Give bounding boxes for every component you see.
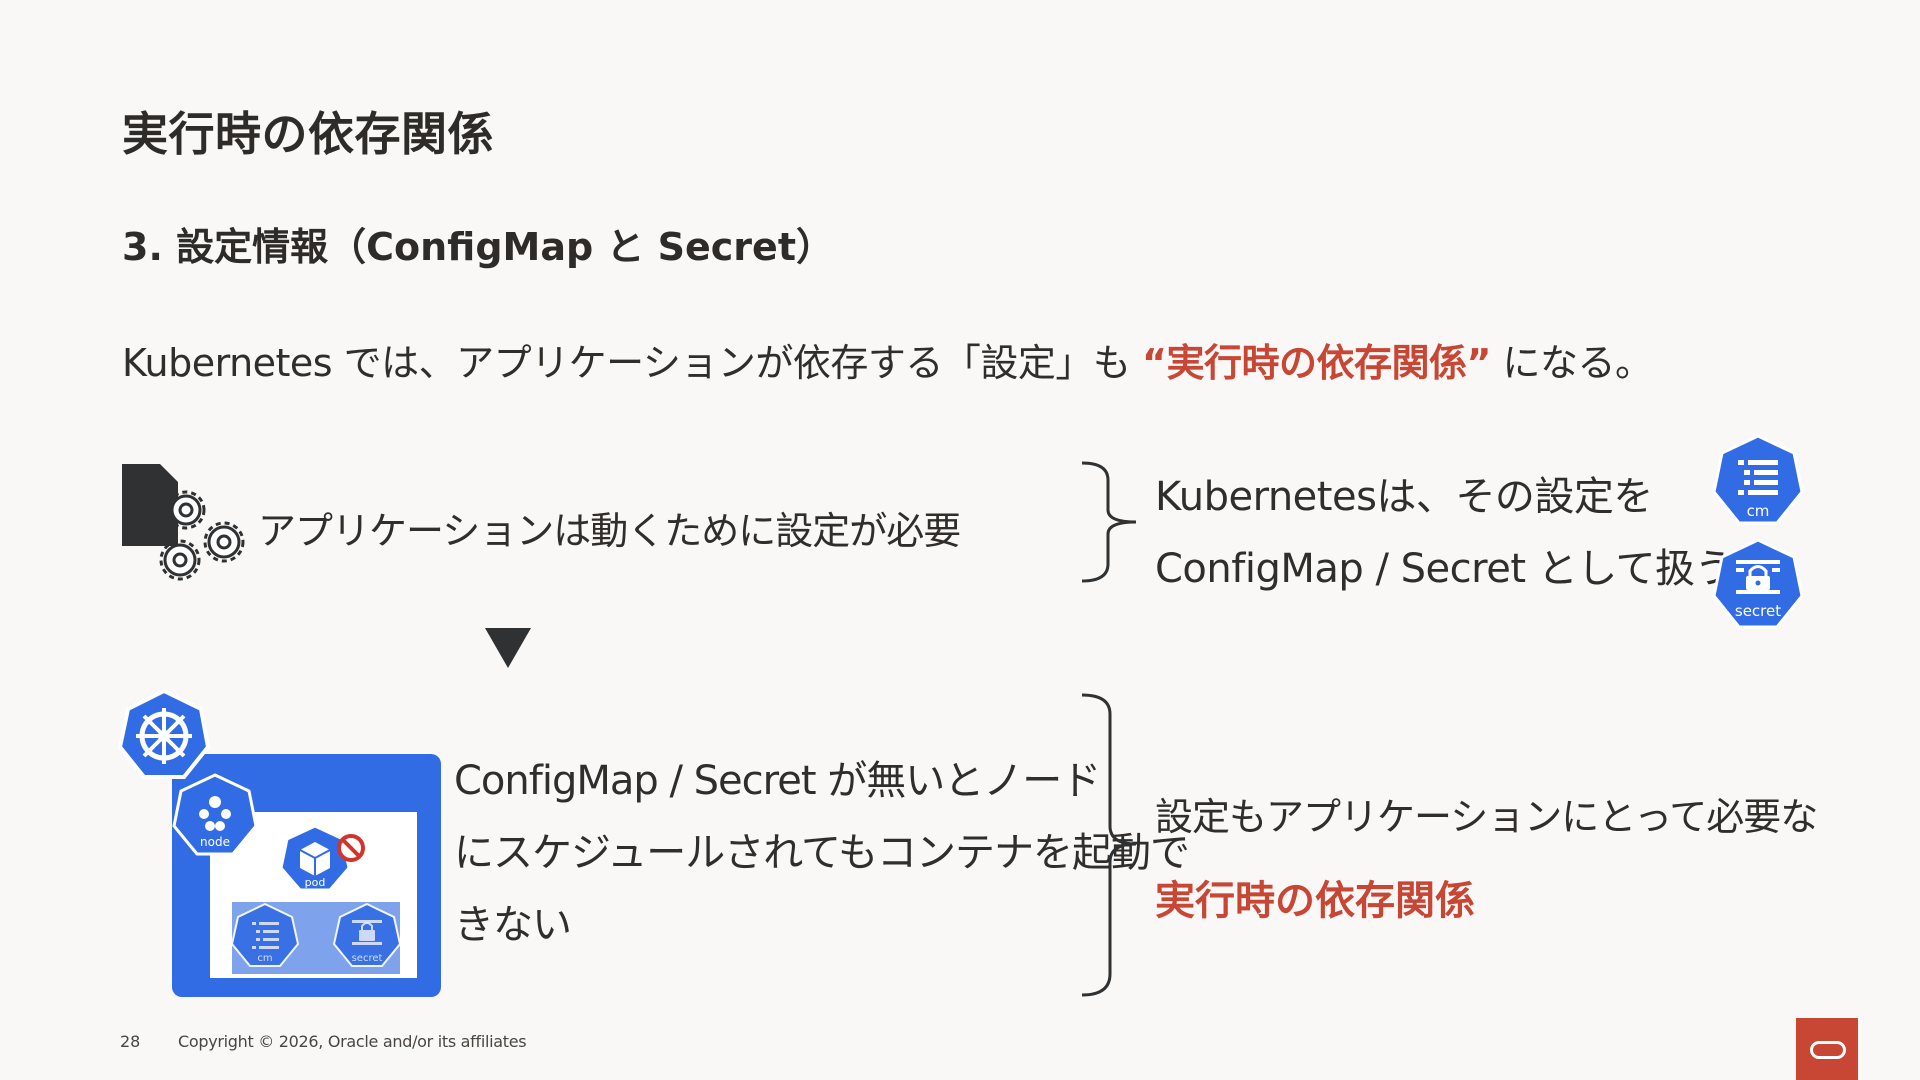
pod-icon-label: pod	[305, 876, 326, 889]
secret-small-icon: secret	[332, 902, 402, 967]
kubernetes-helm-icon	[117, 688, 211, 779]
secret-small-label: secret	[352, 953, 383, 964]
document-gears-icon	[122, 464, 245, 581]
no-config-line3: きない	[454, 902, 572, 948]
intro-emphasis: “実行時の依存関係”	[1142, 341, 1491, 385]
brace-icon-large	[1081, 693, 1137, 997]
k8s-handles-line1: Kubernetesは、その設定を	[1155, 474, 1653, 520]
intro-before: Kubernetes では、アプリケーションが依存する「設定」も	[122, 341, 1143, 385]
k8s-handles-line2: ConfigMap / Secret として扱う	[1155, 546, 1735, 592]
oracle-logo	[1796, 1018, 1858, 1080]
no-config-line2: にスケジュールされてもコンテナを起動で	[454, 830, 1190, 876]
configmap-small-label: cm	[257, 953, 272, 964]
intro-text: Kubernetes では、アプリケーションが依存する「設定」も “実行時の依存…	[122, 332, 1653, 387]
no-config-line1: ConfigMap / Secret が無いとノード	[454, 758, 1101, 804]
pod-icon: pod	[279, 824, 351, 892]
brace-icon	[1081, 461, 1137, 583]
app-needs-config-text: アプリケーションは動くために設定が必要	[258, 509, 961, 553]
conclusion-emphasis: 実行時の依存関係	[1155, 878, 1475, 924]
secret-icon: secret	[1712, 538, 1804, 629]
copyright-text: Copyright © 2026, Oracle and/or its affi…	[178, 1032, 527, 1051]
node-icon-label: node	[200, 835, 230, 849]
configmap-icon: cm	[1712, 434, 1804, 525]
configmap-small-icon: cm	[230, 902, 300, 967]
conclusion-line1: 設定もアプリケーションにとって必要な	[1155, 795, 1818, 839]
node-icon: node	[172, 773, 258, 856]
arrow-down-icon	[485, 628, 531, 668]
section-subtitle: 3. 設定情報（ConfigMap と Secret）	[122, 225, 834, 269]
kubernetes-cluster-illustration: node pod cm secret	[117, 688, 441, 997]
page-title: 実行時の依存関係	[122, 107, 494, 161]
page-number: 28	[120, 1032, 141, 1051]
no-entry-icon	[337, 834, 365, 862]
secret-icon-label: secret	[1735, 602, 1781, 620]
intro-after: になる。	[1490, 341, 1654, 385]
configmap-icon-label: cm	[1747, 502, 1770, 520]
